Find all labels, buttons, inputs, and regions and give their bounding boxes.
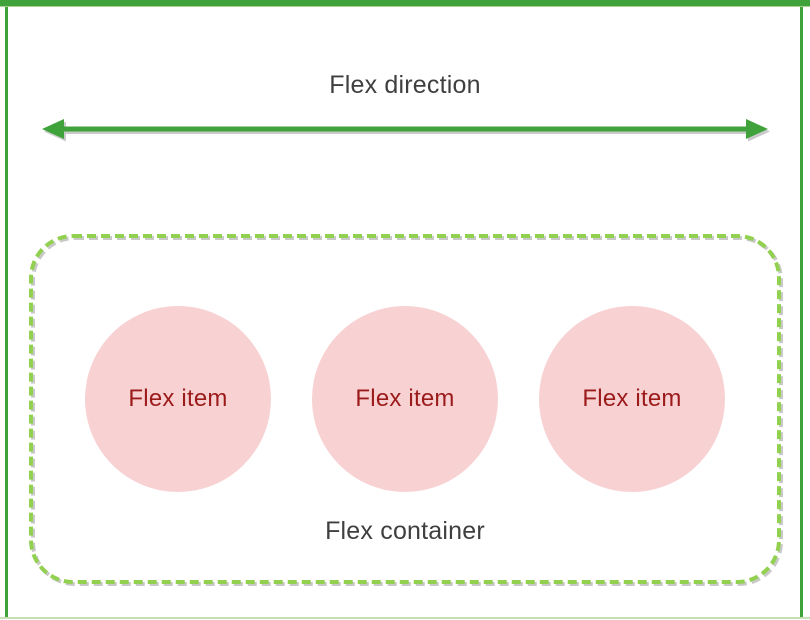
frame-bottom-border: [0, 617, 810, 619]
frame-top-border: [0, 0, 810, 7]
flex-container-label: Flex container: [325, 517, 485, 545]
flex-item-circle: Flex item: [312, 306, 498, 492]
flex-item-label: Flex item: [128, 385, 228, 412]
flex-item-label: Flex item: [355, 385, 455, 412]
flex-direction-label: Flex direction: [329, 71, 481, 99]
flex-item-circle: Flex item: [539, 306, 725, 492]
frame-left-border: [5, 7, 8, 617]
double-arrow-icon: [42, 119, 770, 142]
flex-item-circle: Flex item: [85, 306, 271, 492]
frame-right-border: [800, 7, 803, 617]
flex-container-dashed-border: [29, 234, 783, 586]
flex-item-label: Flex item: [582, 385, 682, 412]
